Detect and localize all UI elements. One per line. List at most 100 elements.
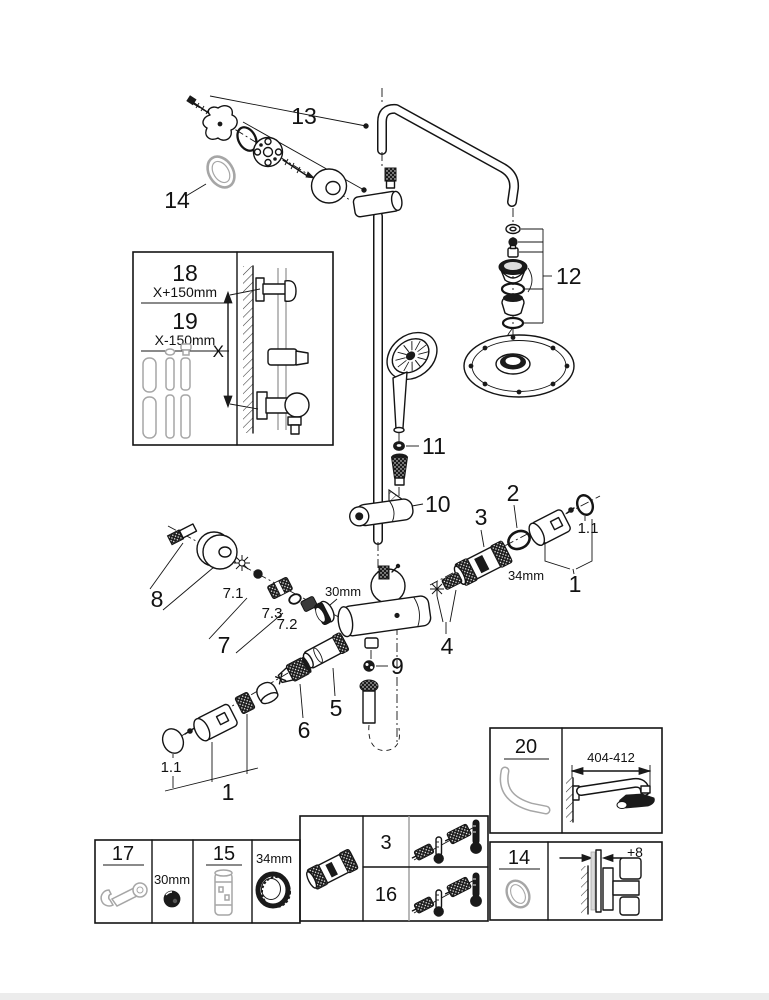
group-lower-handle: 1.1 1 — [161, 672, 289, 805]
nut-9-icon — [363, 660, 375, 672]
callout-3: 3 — [475, 504, 488, 530]
oval-ring-icon — [505, 879, 531, 909]
connector-4-icon — [441, 572, 463, 590]
offset-dimension-diagram: +8 — [559, 844, 643, 916]
hose-connector-icon — [359, 679, 400, 751]
cartridge-5-icon — [302, 632, 350, 669]
inset-rail-length: 18 X+150mm 19 X-150mm — [132, 251, 334, 446]
ring-34mm-icon — [255, 871, 291, 909]
callout-lower-1-1: 1.1 — [161, 759, 182, 776]
cone-sleeve-icon — [501, 294, 525, 317]
burst-4-icon — [430, 582, 444, 596]
group-valve-body: 4 9 5 6 — [274, 563, 463, 751]
dim-30mm-tool: 30mm — [154, 872, 190, 887]
group-right-handle: 3 2 34mm 1.1 1 — [429, 480, 601, 597]
dim-plus-8: +8 — [627, 844, 643, 860]
bracket-12 — [518, 228, 552, 324]
o-ring-icon — [501, 316, 525, 330]
knurled-ring-icon — [234, 691, 256, 715]
dim-x-plus-150: X+150mm — [153, 284, 217, 300]
dim-34mm: 34mm — [508, 568, 544, 583]
cap-30mm-icon — [314, 600, 335, 625]
inset-arm-20: 20 404-412 — [489, 727, 663, 834]
callout-2: 2 — [507, 480, 520, 506]
label-variant-3: 3 — [380, 832, 391, 854]
rail-tubes-icon — [142, 343, 192, 439]
handle-1-icon — [193, 703, 238, 742]
outlet-fitting-icon — [364, 637, 379, 649]
callout-4: 4 — [441, 633, 454, 659]
group-12-headshower: 12 — [463, 208, 582, 398]
callout-14: 14 — [164, 187, 190, 213]
stop-ring-2-icon — [507, 529, 531, 551]
valve-body-icon — [337, 595, 432, 638]
hose-nut-icon — [390, 453, 409, 497]
page-footer-strip — [0, 993, 769, 1000]
callout-6: 6 — [298, 717, 311, 743]
label-14: 14 — [508, 847, 530, 869]
o-ring-icon — [288, 593, 302, 605]
dim-x-minus-150: X-150mm — [155, 332, 216, 348]
sleeve-7-2-icon — [300, 596, 318, 612]
callout-12: 12 — [556, 263, 582, 289]
callout-5: 5 — [330, 695, 343, 721]
callout-7-2: 7.2 — [277, 616, 298, 633]
thermometer-high-icon — [470, 819, 482, 854]
callout-13: 13 — [291, 103, 317, 129]
callout-8: 8 — [151, 586, 164, 612]
callout-lower-1: 1 — [222, 779, 235, 805]
head-shower-icon — [463, 328, 575, 398]
dim-30mm: 30mm — [325, 584, 361, 599]
group-left-thermostat: 8 7.1 7.3 7.2 30mm 7 — [149, 523, 361, 658]
bracket-disc-icon — [252, 136, 284, 168]
ball-joint-icon — [498, 259, 533, 293]
thermo-variant-row-16 — [411, 872, 482, 917]
inset-tools: 17 30mm 15 34mm — [94, 839, 301, 924]
handle-1-icon — [528, 509, 571, 546]
screw-icon — [282, 158, 316, 179]
inset-spacer-14: 14 +8 — [489, 841, 663, 921]
nut-icon — [507, 244, 519, 258]
cap-30mm-icon — [163, 890, 181, 908]
dim-x: X — [213, 342, 224, 361]
cartridge-7-3-icon — [267, 576, 293, 600]
hand-shower-icon — [386, 331, 438, 381]
group-13-wall-bracket: 13 14 — [164, 95, 367, 213]
label-18: 18 — [172, 260, 198, 286]
seal-7-1-icon — [253, 569, 263, 579]
burst-7-1-icon — [234, 555, 250, 571]
o-ring-icon — [236, 126, 258, 152]
callout-7-1: 7.1 — [223, 585, 244, 602]
check-valve-6-icon — [274, 656, 312, 685]
label-20: 20 — [515, 736, 537, 758]
union-screw-8-icon — [166, 523, 198, 546]
callout-10: 10 — [425, 491, 451, 517]
cartridge-sample-icon — [306, 848, 359, 890]
callout-11: 11 — [422, 433, 446, 459]
thermometer-high-icon — [470, 872, 482, 907]
cap-1-1-icon — [575, 494, 595, 516]
cap-1-1-icon — [161, 728, 185, 754]
callout-9: 9 — [391, 653, 404, 679]
mounting-diagram: X — [213, 265, 310, 435]
inset-cartridge-variants: 3 16 — [299, 815, 489, 922]
dim-404-412: 404-412 — [587, 750, 635, 765]
label-variant-16: 16 — [375, 884, 397, 906]
screw-icon — [566, 507, 575, 514]
label-15: 15 — [213, 843, 235, 865]
holder-10-icon — [349, 488, 424, 527]
label-19: 19 — [172, 308, 198, 334]
thermo-variant-row-3 — [411, 819, 482, 864]
mounting-tool-icon — [214, 869, 233, 916]
callout-7: 7 — [218, 632, 231, 658]
dim-34mm-ring: 34mm — [256, 851, 292, 866]
callout-1-1: 1.1 — [578, 520, 599, 537]
oval-ring-14-icon — [206, 155, 236, 189]
escutcheon-icon — [310, 168, 348, 204]
clamp-screw-icon — [378, 565, 390, 580]
escutcheon-8-icon — [196, 531, 238, 570]
label-17: 17 — [112, 843, 134, 865]
wrench-icon — [100, 882, 148, 907]
